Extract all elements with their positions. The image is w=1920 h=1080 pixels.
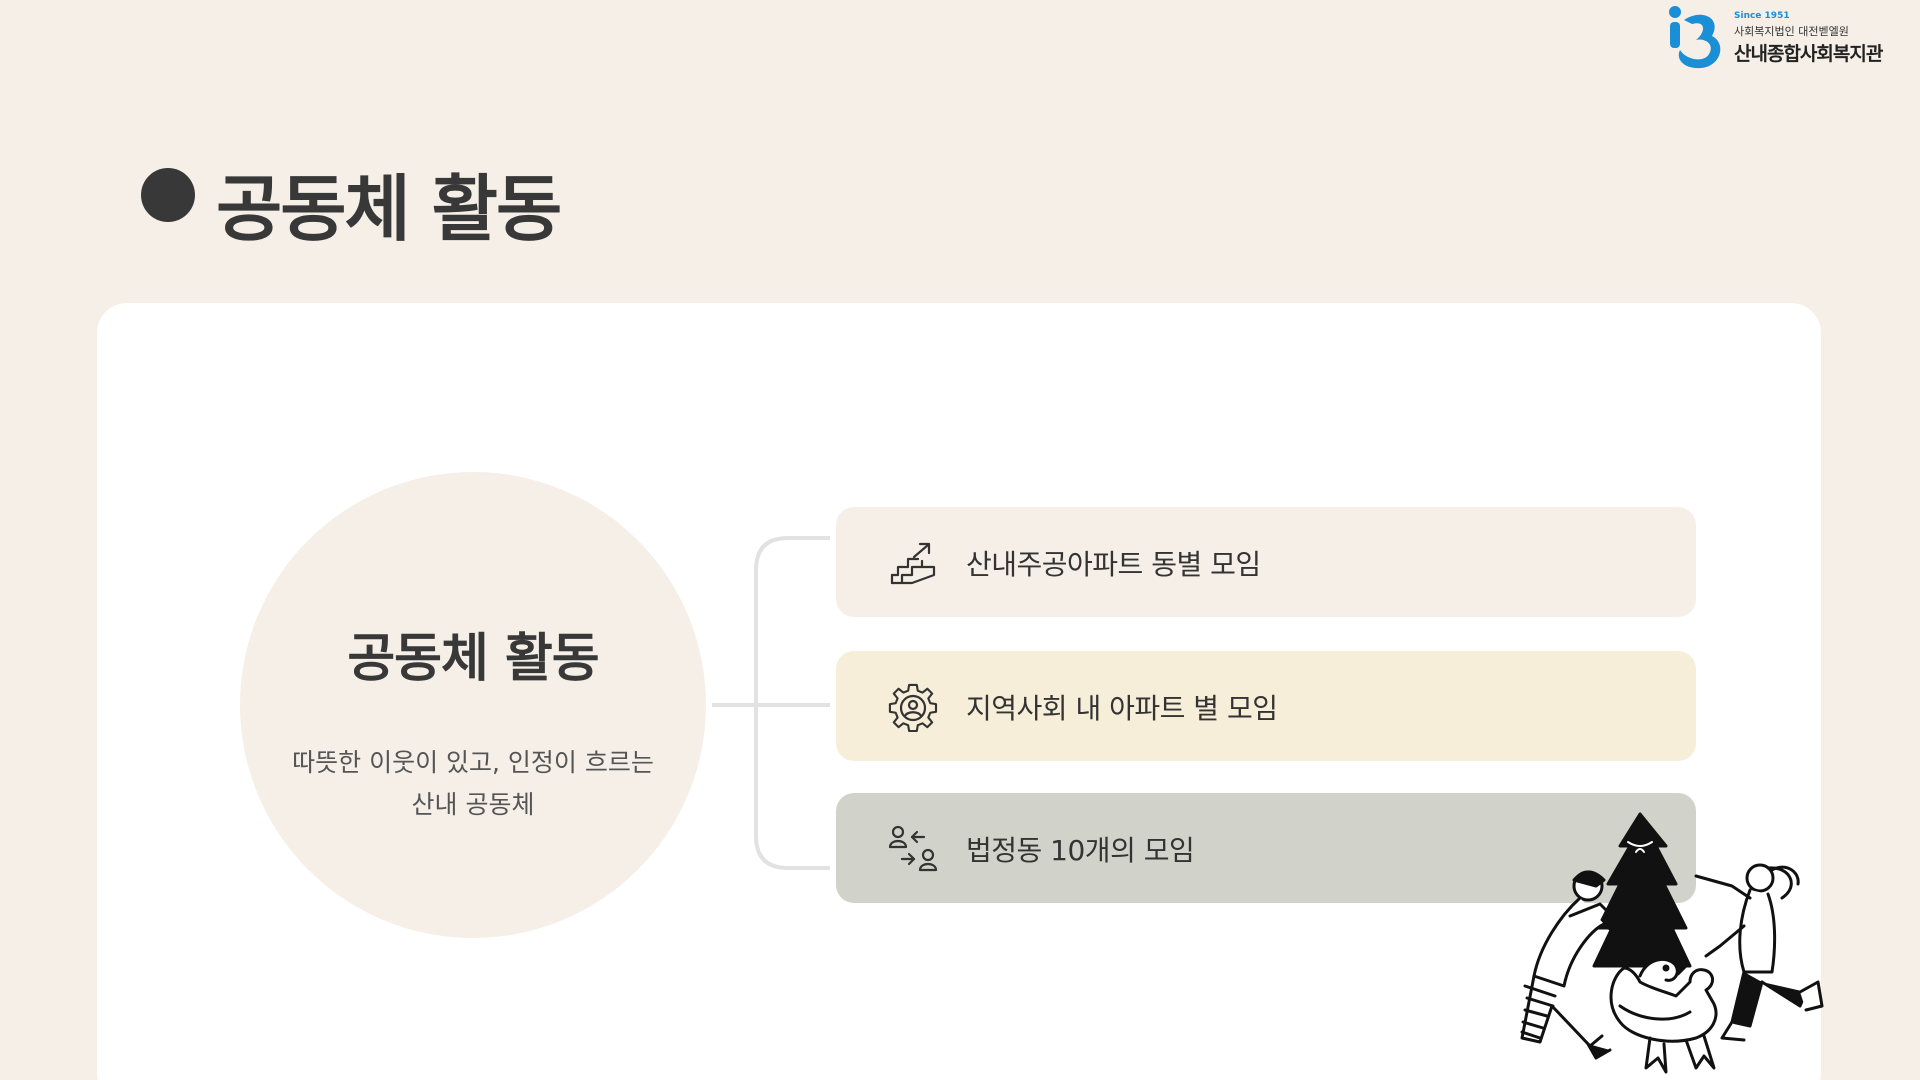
page-title: 공동체 활동	[216, 167, 562, 251]
logo-name: 산내종합사회복지관	[1734, 43, 1883, 65]
list-item-label: 산내주공아파트 동별 모임	[966, 548, 1261, 581]
logo-subtitle: 사회복지법인 대전벧엘원	[1734, 25, 1849, 38]
people-exchange-icon	[888, 825, 938, 872]
list-item-apartment-building-meeting[interactable]: 산내주공아파트 동별 모임	[836, 507, 1696, 617]
logo-since-text: Since 1951	[1734, 11, 1790, 21]
hub-title: 공동체 활동	[347, 629, 599, 689]
list-item-legal-dong-meetings[interactable]: 법정동 10개의 모임	[836, 793, 1696, 903]
connector-lines	[712, 536, 830, 870]
stairs-arrow-icon	[890, 542, 936, 585]
list-item-community-apartment-meeting[interactable]: 지역사회 내 아파트 별 모임	[836, 651, 1696, 761]
hub-description: 따뜻한 이웃이 있고, 인정이 흐르는 산내 공동체	[270, 742, 676, 826]
community-illustration	[1520, 812, 1824, 1074]
logo-mark-icon	[1669, 6, 1721, 69]
gear-person-icon	[888, 683, 938, 733]
title-bullet-icon	[141, 168, 195, 222]
hub-description-line-1: 따뜻한 이웃이 있고, 인정이 흐르는	[292, 748, 654, 777]
hub-description-line-2: 산내 공동체	[411, 790, 535, 819]
hub-circle: 공동체 활동 따뜻한 이웃이 있고, 인정이 흐르는 산내 공동체	[240, 472, 706, 938]
list-item-label: 법정동 10개의 모임	[966, 834, 1195, 867]
list-item-label: 지역사회 내 아파트 별 모임	[966, 692, 1278, 725]
organization-logo[interactable]: Since 1951 사회복지법인 대전벧엘원 산내종합사회복지관	[1662, 2, 1912, 72]
